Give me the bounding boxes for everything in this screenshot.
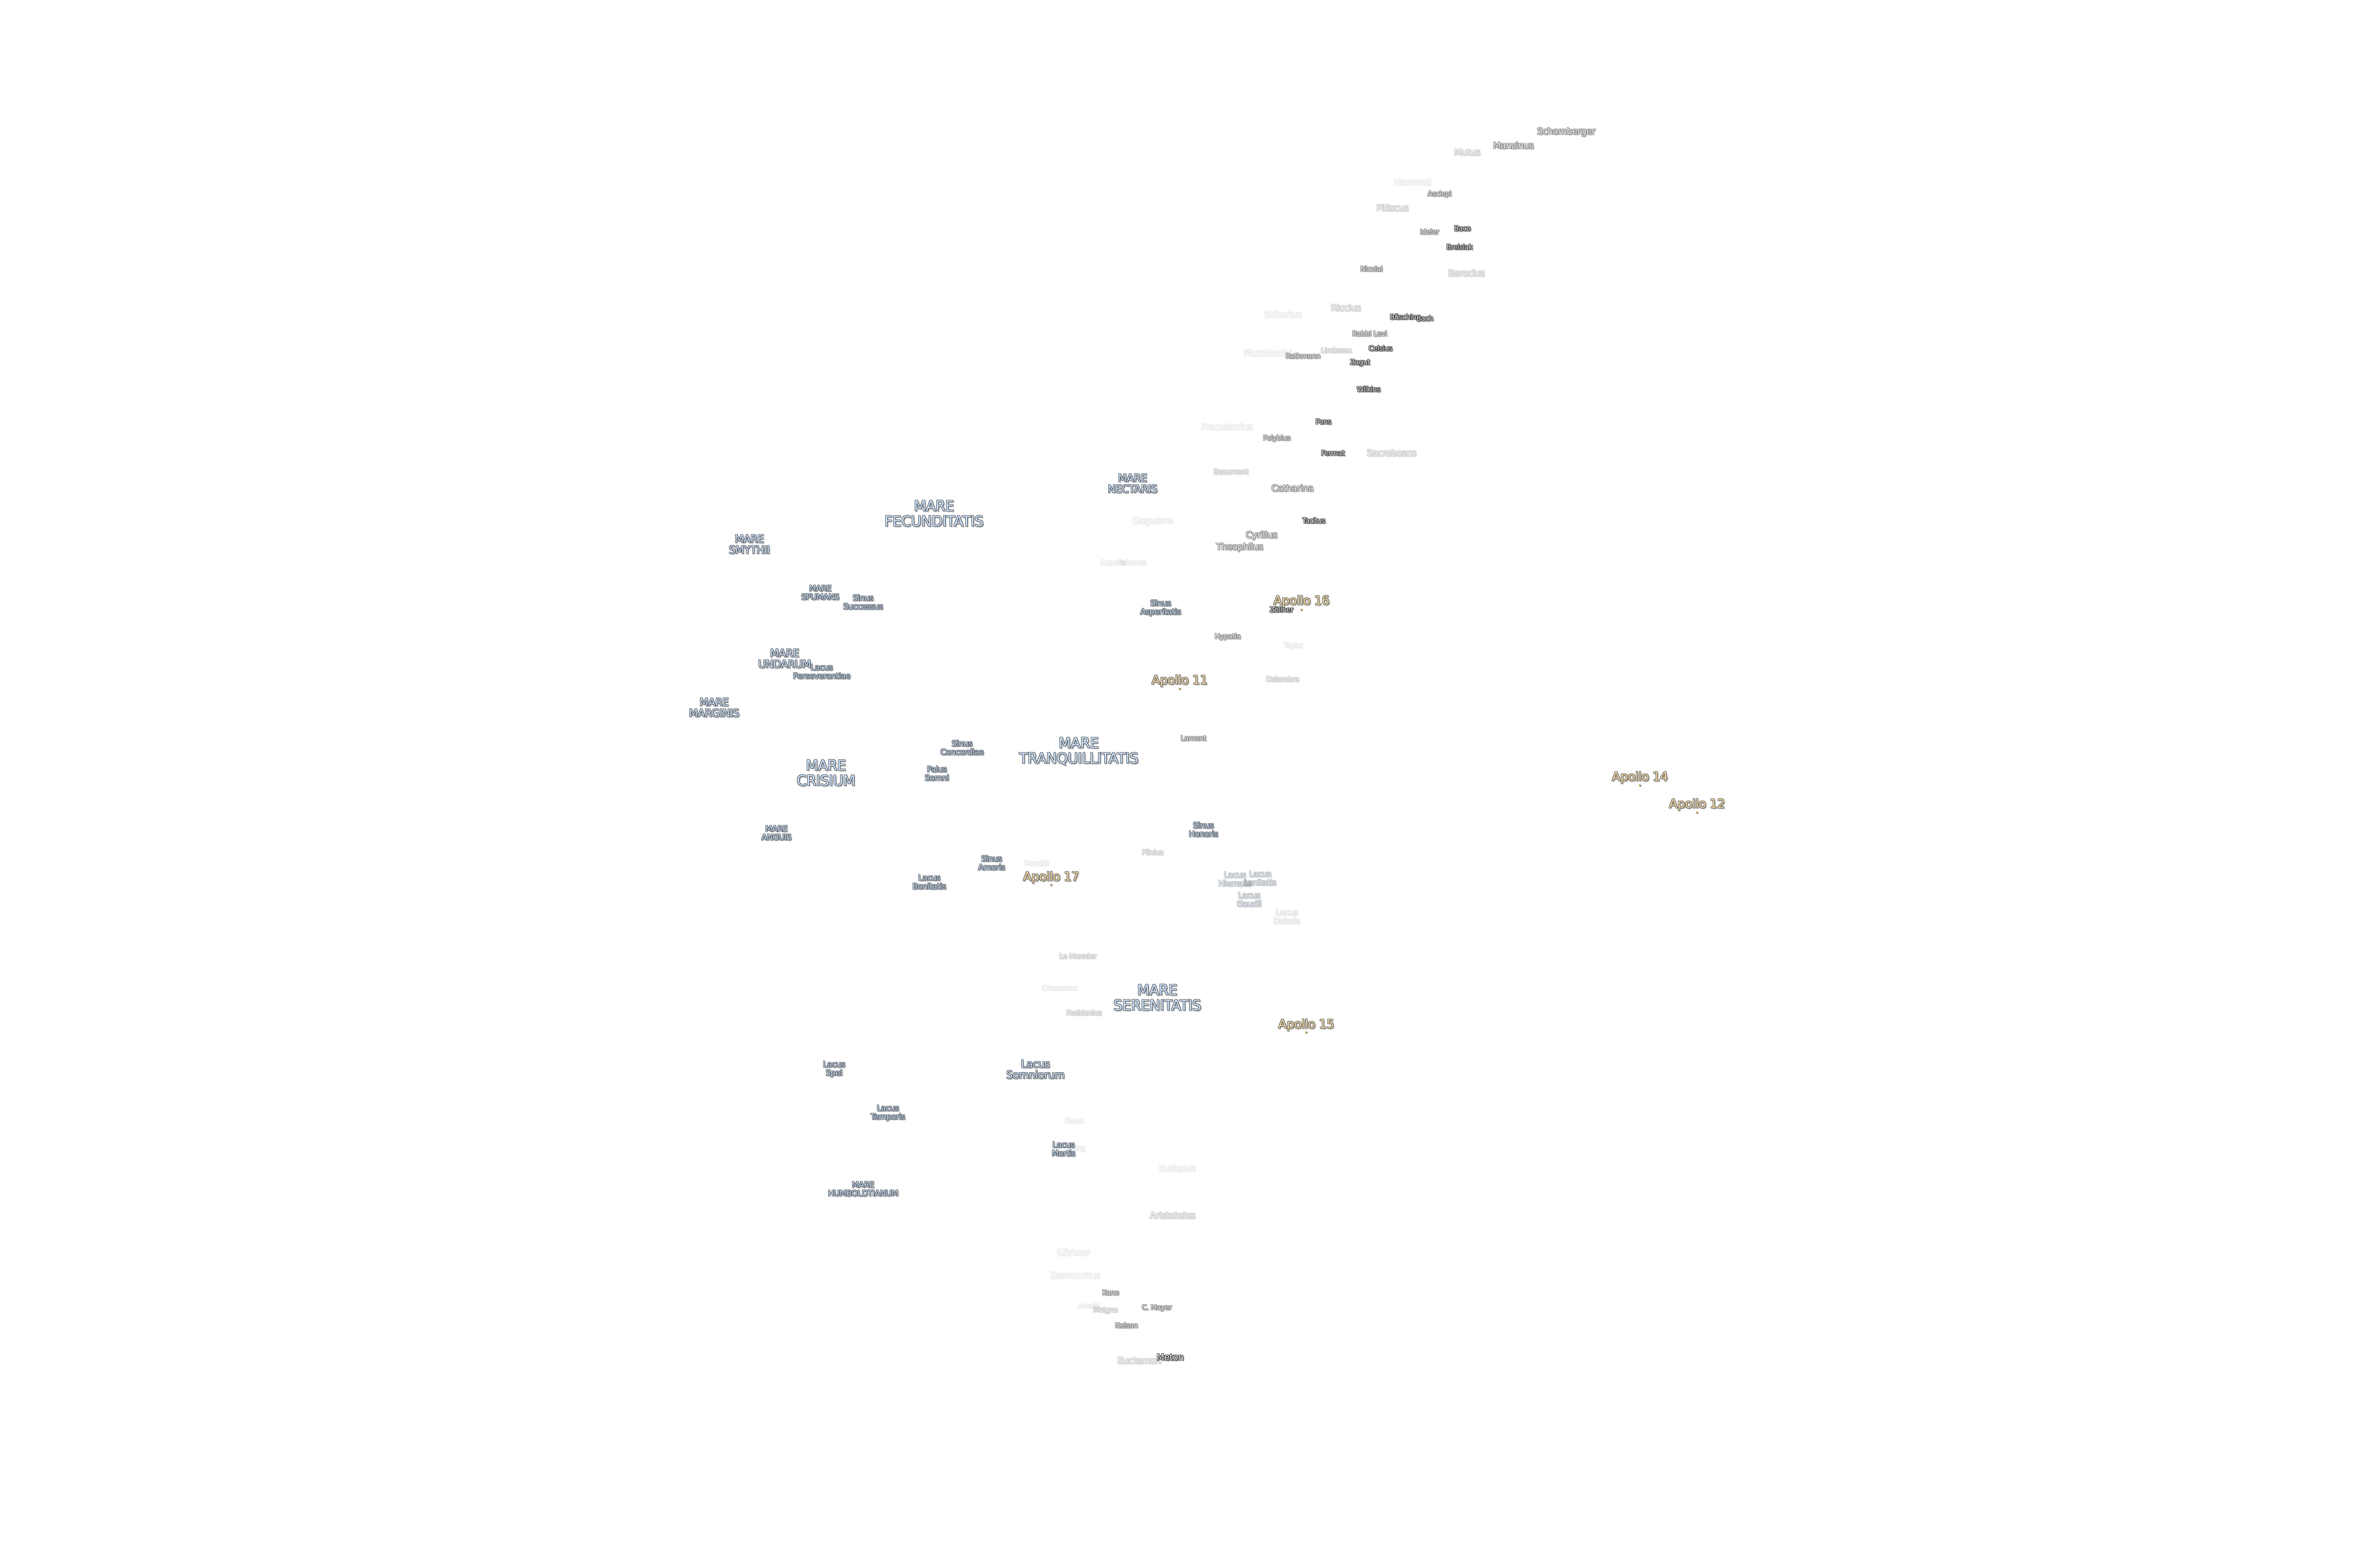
crater-label: Capella <box>1100 558 1126 567</box>
crater-label: Asclepi <box>1428 189 1451 198</box>
mare-label: MARE SPUMANS <box>801 584 839 602</box>
mare-label: Sinus Asperitatis <box>1140 599 1181 617</box>
crater-label: Le Monnier <box>1059 952 1096 961</box>
crater-label: Posidonius <box>1066 1008 1102 1018</box>
crater-label: Cyrillus <box>1245 530 1278 541</box>
crater-label: Celsius <box>1368 344 1392 353</box>
crater-label: C. Mayer <box>1141 1303 1172 1312</box>
mare-label: Lacus Somniorum <box>1006 1058 1065 1081</box>
crater-label: Bach <box>1416 314 1433 323</box>
crater-label: Taylor <box>1283 641 1303 650</box>
mare-label: Lacus Gaudii <box>1237 891 1261 909</box>
crater-label: Democritus <box>1050 1270 1101 1281</box>
crater-label: Gärtner <box>1057 1247 1090 1258</box>
crater-label: Baco <box>1454 224 1471 233</box>
mare-label: Sinus Honoris <box>1189 821 1218 839</box>
mare-label: Lacus Doloris <box>1273 908 1300 926</box>
crater-label: Theophilus <box>1216 542 1263 553</box>
crater-label: Stiborius <box>1264 309 1302 320</box>
crater-label: Moigno <box>1093 1305 1118 1315</box>
mare-label: MARE FECUNDITATIS <box>884 498 983 530</box>
crater-label: Mutus <box>1454 147 1480 158</box>
crater-label: Plinius <box>1141 848 1163 857</box>
crater-label: Piccolomini <box>1243 348 1292 359</box>
mare-label: Lacus Perseverantiae <box>793 663 851 681</box>
crater-label: Rothmann <box>1285 352 1320 361</box>
landing-site-marker <box>1305 1031 1307 1033</box>
mare-label: MARE ANGUIS <box>761 824 792 842</box>
mare-label: MARE HUMBOLDTIANUM <box>828 1180 898 1198</box>
crater-label: Polybius <box>1263 434 1290 443</box>
crater-label: Hommel <box>1394 177 1431 188</box>
crater-label: Zöllner <box>1269 605 1293 614</box>
crater-label: Euctemon <box>1117 1355 1161 1366</box>
crater-label: Wilkins <box>1357 385 1380 394</box>
mare-label: MARE SMYTHII <box>729 533 770 556</box>
landing-site-marker <box>1300 609 1302 611</box>
landing-site-label: Apollo 14 <box>1612 770 1668 784</box>
mare-label: Lacus Mortis <box>1051 1140 1075 1158</box>
crater-label: Riccius <box>1330 303 1361 314</box>
crater-label: Nicolai <box>1360 265 1383 274</box>
crater-label: Breislak <box>1446 243 1473 252</box>
crater-label: Pons <box>1315 417 1331 426</box>
crater-label: Hypatia <box>1214 632 1241 641</box>
crater-label: Maraldi <box>1024 859 1049 868</box>
mare-label: Sinus Amoris <box>978 854 1005 872</box>
crater-label: Meton <box>1156 1352 1184 1363</box>
crater-label: Kane <box>1102 1288 1119 1297</box>
landing-site-marker <box>1179 688 1180 690</box>
mare-label: MARE TRANQUILLITATIS <box>1019 735 1139 767</box>
crater-label: Manzinus <box>1493 140 1534 151</box>
mare-label: Lacus Temporis <box>870 1104 905 1122</box>
crater-label: Delambre <box>1266 675 1299 684</box>
landing-site-label: Apollo 15 <box>1278 1017 1334 1032</box>
mare-label: MARE MARGINIS <box>689 696 739 720</box>
crater-label: Ideler <box>1420 227 1439 237</box>
crater-label: Bürg <box>1069 1144 1085 1153</box>
landing-site-label: Apollo 16 <box>1273 593 1329 608</box>
crater-label: Fracastorius <box>1200 422 1253 433</box>
crater-label: Tacitus <box>1302 516 1326 525</box>
crater-label: Pitiscus <box>1376 203 1408 214</box>
mare-label: Sinus Concordiae <box>940 739 984 757</box>
landing-site-marker <box>1639 784 1641 786</box>
crater-label: Barocius <box>1448 268 1485 279</box>
crater-label: Büsching <box>1389 313 1421 322</box>
mare-label: Sinus Successus <box>843 593 883 612</box>
mare-label: Lacus Hiemalis <box>1218 870 1251 889</box>
crater-label: Beaumont <box>1213 467 1249 476</box>
crater-label: Lindenau <box>1320 346 1352 355</box>
crater-label: Eudoxus <box>1159 1163 1196 1174</box>
crater-label: Rabbi Levi <box>1352 329 1387 338</box>
landing-site-marker <box>1050 884 1052 886</box>
crater-label: Schomberger <box>1537 126 1595 137</box>
crater-label: Isidorus <box>1120 558 1146 567</box>
crater-label: Plana <box>1064 1117 1083 1126</box>
crater-label: Aristoteles <box>1150 1210 1195 1221</box>
landing-site-label: Apollo 11 <box>1151 673 1208 688</box>
landing-site-marker <box>1696 811 1698 813</box>
mare-label: Palus Somni <box>924 765 949 783</box>
crater-label: Daguerre <box>1132 515 1173 526</box>
mare-label: Lacus Spei <box>823 1060 845 1078</box>
crater-label: Chacornac <box>1041 984 1078 993</box>
crater-label: Sacrobosco <box>1367 448 1416 459</box>
crater-label: Fermat <box>1321 449 1345 458</box>
landing-site-label: Apollo 12 <box>1669 797 1725 811</box>
crater-label: Nelson <box>1114 1321 1138 1330</box>
crater-label: Lamont <box>1180 734 1206 743</box>
mare-label: Lacus Bonitatis <box>912 873 946 891</box>
mare-label: MARE NECTARIS <box>1107 472 1158 495</box>
mare-label: MARE SERENITATIS <box>1113 982 1201 1014</box>
crater-label: Zagut <box>1350 358 1370 367</box>
landing-site-label: Apollo 17 <box>1023 870 1079 884</box>
crater-label: Catharina <box>1271 483 1314 494</box>
mare-label: MARE UNDARUM <box>758 647 811 671</box>
crater-label: Arnold <box>1078 1302 1100 1311</box>
mare-label: Lacus Lenitatis <box>1244 870 1276 888</box>
mare-label: MARE CRISIUM <box>796 757 855 789</box>
